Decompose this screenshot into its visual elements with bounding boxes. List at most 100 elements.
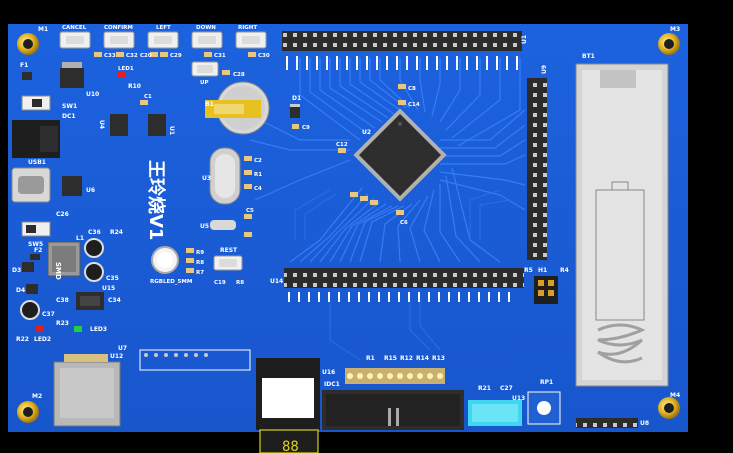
svg-text:R5: R5: [524, 267, 533, 274]
button-right[interactable]: RIGHT: [235, 25, 267, 49]
svg-text:C33: C33: [104, 53, 116, 59]
rgb-led: RGBLED_5MM: [150, 246, 192, 285]
svg-text:R13: R13: [432, 355, 445, 362]
svg-text:C34: C34: [108, 297, 121, 304]
svg-text:C32: C32: [126, 53, 138, 59]
svg-text:R8: R8: [236, 280, 244, 286]
cap-c38: C37 C38: [20, 297, 69, 320]
svg-text:88: 88: [282, 439, 299, 453]
button-down[interactable]: DOWN: [191, 25, 223, 49]
svg-text:REST: REST: [220, 247, 238, 254]
svg-text:C38: C38: [56, 297, 69, 304]
button-left[interactable]: LEFT: [147, 25, 179, 49]
svg-text:C30: C30: [258, 53, 270, 59]
svg-text:U9: U9: [541, 65, 548, 74]
svg-text:R15: R15: [384, 355, 397, 362]
diode-d1: D1 C9: [290, 95, 310, 131]
trace-fanout-2: [294, 189, 511, 361]
svg-text:R9: R9: [196, 250, 204, 256]
button-confirm[interactable]: CONFIRM: [103, 25, 135, 49]
svg-text:IDC1: IDC1: [324, 381, 340, 388]
resistor-array: R1 R15 R12 R14 R13: [345, 355, 445, 384]
svg-text:LED2: LED2: [34, 336, 51, 343]
svg-text:U4: U4: [98, 120, 105, 129]
button-cancel[interactable]: CANCEL: [59, 25, 91, 49]
svg-text:R1: R1: [366, 355, 375, 362]
sd-card-slot-u12[interactable]: U12 U7: [53, 345, 127, 427]
switch-sw1[interactable]: SW1: [21, 95, 77, 111]
svg-text:R22: R22: [16, 336, 29, 343]
svg-text:C20: C20: [140, 53, 152, 59]
svg-text:DC1: DC1: [62, 113, 76, 120]
svg-text:LEFT: LEFT: [156, 25, 171, 31]
svg-text:U16: U16: [322, 369, 335, 376]
svg-text:C4: C4: [254, 186, 262, 192]
connector-u13[interactable]: R21 C27 U13: [468, 385, 525, 426]
button-reset[interactable]: REST C19 R8: [213, 247, 244, 286]
svg-text:CONFIRM: CONFIRM: [104, 25, 133, 31]
svg-text:RP1: RP1: [540, 379, 553, 386]
idc-connector-idc1[interactable]: IDC1: [322, 381, 464, 430]
svg-text:C36: C36: [88, 229, 101, 236]
svg-text:C5: C5: [246, 208, 254, 214]
svg-text:C31: C31: [214, 53, 226, 59]
pin-labels-bottom: [288, 292, 510, 302]
header-u1-top: U1: [282, 31, 528, 51]
svg-text:R12: R12: [400, 355, 413, 362]
svg-text:U3: U3: [202, 175, 211, 182]
fuse-f1: F1: [20, 62, 32, 80]
svg-text:R10: R10: [128, 83, 141, 90]
header-u8: U8: [576, 418, 649, 428]
mcu-u2: U2: [353, 108, 447, 202]
svg-text:C1: C1: [144, 94, 152, 100]
svg-text:BT1: BT1: [582, 53, 595, 60]
fuse-f2: F2: [30, 247, 42, 260]
crystal-u5: U5 C5: [200, 208, 254, 237]
ic-u6: U6: [62, 176, 95, 196]
svg-text:U8: U8: [640, 420, 649, 427]
svg-text:C6: C6: [400, 220, 408, 226]
svg-text:R14: R14: [416, 355, 429, 362]
svg-text:R7: R7: [196, 270, 204, 276]
switch-sw5[interactable]: SW5 C26: [21, 211, 69, 248]
cap-labels-top: C33 C32 C29 C31 C30 C28 C20: [94, 52, 270, 78]
coin-cell-b1: B1: [205, 81, 270, 135]
board-title: 王玲烧V1: [145, 160, 167, 240]
mounting-hole-m4: M4: [658, 392, 680, 419]
cap-c37: [84, 262, 104, 282]
svg-text:LED3: LED3: [90, 326, 107, 333]
svg-text:SMD: SMD: [54, 262, 62, 280]
svg-text:LED1: LED1: [118, 66, 134, 72]
svg-text:C37: C37: [42, 311, 55, 318]
svg-text:RIGHT: RIGHT: [238, 25, 257, 31]
ic-u4: U4: [98, 114, 128, 136]
header-u9-vertical: U9: [527, 65, 548, 260]
display-module-u16: 88 U16: [256, 358, 335, 453]
svg-text:M4: M4: [670, 392, 680, 399]
crystal-u3: U3 C2 R1 C4: [202, 147, 262, 205]
svg-text:DOWN: DOWN: [196, 25, 216, 31]
svg-text:H1: H1: [538, 267, 547, 274]
potentiometer-rp1[interactable]: RP1: [527, 379, 561, 425]
svg-text:R8: R8: [196, 260, 204, 266]
header-u14-bottom: U14: [270, 268, 524, 288]
usb-usb1[interactable]: USB1: [11, 159, 51, 203]
svg-text:U1: U1: [521, 35, 528, 44]
regulator-u10: U10 R10 LED1: [60, 62, 141, 98]
svg-text:U12: U12: [110, 353, 123, 360]
svg-text:U2: U2: [362, 129, 371, 136]
svg-text:CANCEL: CANCEL: [62, 25, 87, 31]
svg-text:U15: U15: [102, 285, 115, 292]
svg-text:R4: R4: [560, 267, 569, 274]
svg-text:B1: B1: [205, 101, 214, 108]
leds-status: R22 LED2 LED3 R23: [16, 320, 107, 343]
button-up[interactable]: UP: [191, 61, 219, 86]
svg-text:L1: L1: [76, 235, 84, 242]
svg-text:R1: R1: [254, 172, 262, 178]
svg-text:C19: C19: [214, 280, 226, 286]
dc-jack-dc1[interactable]: DC1: [12, 113, 76, 158]
svg-text:U10: U10: [86, 91, 99, 98]
diode-d3: D3: [12, 262, 34, 274]
svg-text:C29: C29: [170, 53, 182, 59]
